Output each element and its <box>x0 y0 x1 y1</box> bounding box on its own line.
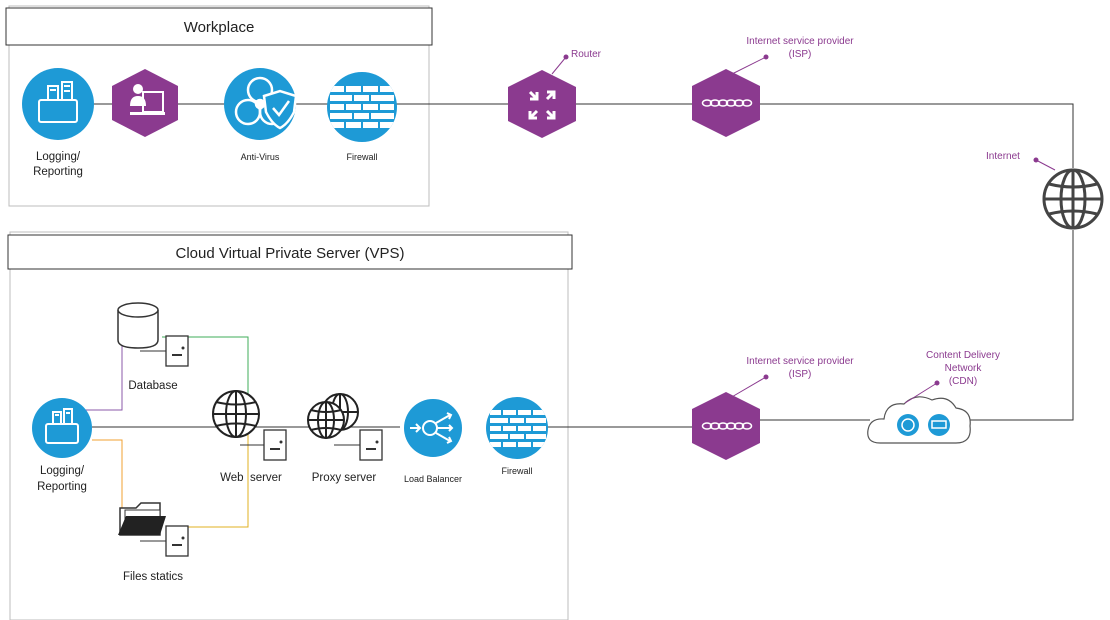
antivirus-label: Anti-Virus <box>241 152 280 162</box>
server-icon <box>240 429 287 461</box>
web-server-node: Web server <box>212 390 287 484</box>
firewall-node-vps: Firewall <box>486 397 548 476</box>
user-computer-icon <box>130 84 165 115</box>
firewall-label-workplace: Firewall <box>346 152 377 162</box>
logging-reporting-node-workplace: Logging/ Reporting <box>22 68 94 178</box>
isp-node-top: Internet service provider (ISP) <box>692 36 854 137</box>
isp-top-label-line2: (ISP) <box>789 49 812 60</box>
server-icon <box>140 525 189 557</box>
load-balancer-icon <box>410 412 454 444</box>
user-terminal-node <box>112 69 178 137</box>
antivirus-node: Anti-Virus <box>224 68 298 162</box>
router-label: Router <box>571 49 602 60</box>
workplace-title: Workplace <box>184 19 255 36</box>
workplace-group: Workplace <box>5 5 433 207</box>
isp-bottom-label-line2: (ISP) <box>789 369 812 380</box>
internet-label: Internet <box>986 151 1020 162</box>
isp-chain-icon <box>701 422 753 430</box>
logging-reporting-node-vps: Logging/ Reporting <box>32 398 92 493</box>
database-label: Database <box>128 380 177 392</box>
folder-icon <box>118 502 166 536</box>
cloud-icon <box>867 396 971 444</box>
isp-node-bottom: Internet service provider (ISP) <box>692 356 854 460</box>
cdn-label-line2: Network <box>945 363 983 374</box>
files-statics-label: Files statics <box>123 571 183 583</box>
load-balancer-node: Load Balancer <box>404 399 462 484</box>
logging-label-line1: Logging/ <box>36 151 81 163</box>
vps-title: Cloud Virtual Private Server (VPS) <box>176 245 405 262</box>
globe-icon <box>212 390 260 438</box>
router-node: Router <box>508 49 602 138</box>
database-node: Database <box>117 302 189 392</box>
firewall-node-workplace: Firewall <box>327 72 397 162</box>
globe-icon <box>1042 168 1104 230</box>
isp-bottom-label-line1: Internet service provider <box>746 356 854 367</box>
isp-top-label-line1: Internet service provider <box>746 36 854 47</box>
load-balancer-label: Load Balancer <box>404 474 462 484</box>
cdn-label-line3: (CDN) <box>949 376 977 387</box>
logging-icon <box>45 408 79 444</box>
logging-label-line1: Logging/ <box>40 465 85 477</box>
vps-group: Cloud Virtual Private Server (VPS) <box>7 231 573 620</box>
server-icon <box>140 335 189 367</box>
proxy-server-label: Proxy server <box>312 472 377 484</box>
database-cylinder-icon <box>117 302 159 349</box>
isp-chain-icon <box>701 99 753 107</box>
firewall-label-vps: Firewall <box>501 466 532 476</box>
router-arrows-icon <box>528 90 556 120</box>
logging-label-line2: Reporting <box>33 166 83 178</box>
logging-label-line2: Reporting <box>37 481 87 493</box>
logging-icon <box>38 81 78 123</box>
web-server-label: Web server <box>220 472 282 484</box>
shield-icon <box>262 89 298 130</box>
files-statics-node: Files statics <box>118 502 189 583</box>
globes-icon <box>307 393 359 439</box>
cdn-label-line1: Content Delivery <box>926 350 1000 361</box>
cdn-node: Content Delivery Network (CDN) <box>867 350 1000 444</box>
server-icon <box>334 429 383 461</box>
internet-node: Internet <box>986 151 1104 230</box>
proxy-server-node: Proxy server <box>307 393 383 484</box>
